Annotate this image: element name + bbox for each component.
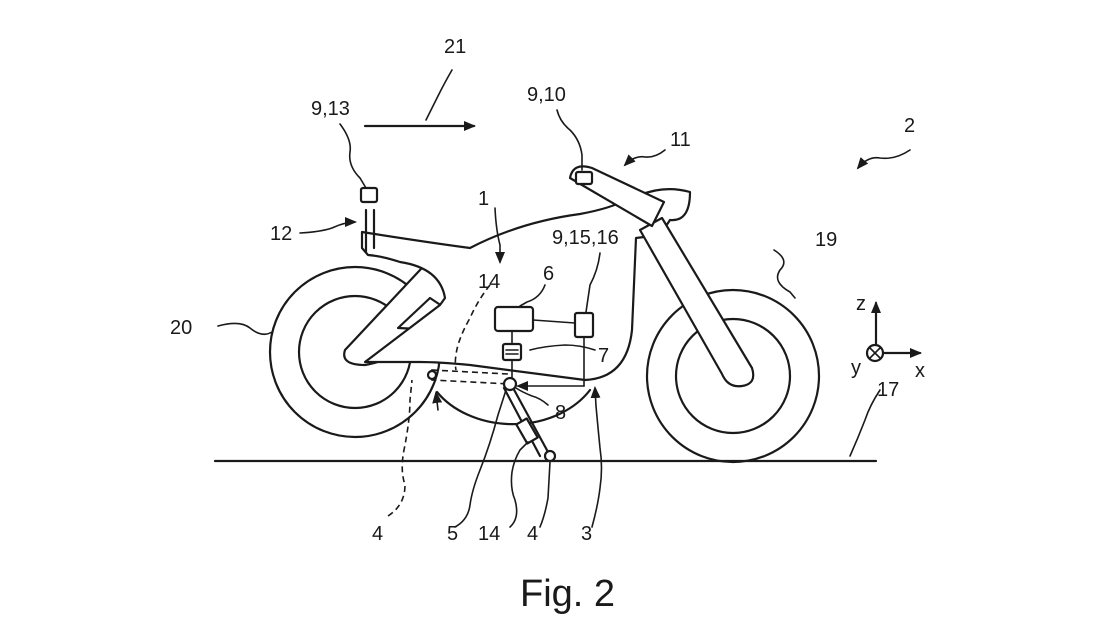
front-fork bbox=[638, 216, 755, 388]
label-line-3: 3 bbox=[581, 523, 592, 545]
label-actuator-14: 14 bbox=[478, 523, 500, 545]
label-front-wheel: 19 bbox=[815, 229, 837, 251]
actuator-unit bbox=[501, 342, 523, 362]
front-wheel bbox=[645, 288, 821, 464]
axis-label-z: z bbox=[856, 293, 866, 315]
label-vehicle: 2 bbox=[904, 115, 915, 137]
label-dashed-14: 14 bbox=[478, 271, 500, 293]
control-unit bbox=[493, 305, 535, 333]
label-ground: 17 bbox=[877, 379, 899, 401]
label-sensor-mid: 9,15,16 bbox=[552, 227, 619, 249]
label-stand-solid: 4 bbox=[527, 523, 538, 545]
figure-caption: Fig. 2 bbox=[520, 573, 615, 615]
rear-sensor-mount bbox=[359, 186, 379, 254]
label-travel-direction: 21 bbox=[444, 36, 466, 58]
label-pivot-5: 5 bbox=[447, 523, 458, 545]
label-unit-8: 8 bbox=[555, 402, 566, 424]
label-unit-7: 7 bbox=[598, 345, 609, 367]
frame-body bbox=[360, 188, 692, 382]
front-sensor bbox=[574, 170, 594, 186]
reference-labels: 2 9,13 12 21 9,10 11 1 9,15,16 19 20 6 7… bbox=[170, 36, 915, 545]
coordinate-axes: z y x bbox=[851, 293, 925, 382]
axis-label-x: x bbox=[915, 360, 925, 382]
axis-label-y: y bbox=[851, 357, 861, 379]
label-handlebar: 11 bbox=[670, 129, 691, 151]
mid-sensor bbox=[573, 311, 595, 339]
leader-lines bbox=[217, 69, 911, 528]
stand-pivot bbox=[502, 376, 518, 392]
label-sensor-rear: 9,13 bbox=[311, 98, 350, 120]
wiring bbox=[511, 319, 585, 391]
label-unit-6: 6 bbox=[543, 263, 554, 285]
retracted-stand bbox=[426, 369, 511, 385]
label-sensor-front: 9,10 bbox=[527, 84, 566, 106]
label-frame: 1 bbox=[478, 188, 489, 210]
hidden-wheel-arc bbox=[435, 388, 592, 426]
deployed-stand bbox=[502, 384, 557, 463]
label-stand-dashed: 4 bbox=[372, 523, 383, 545]
label-rear-mount: 12 bbox=[270, 223, 292, 245]
label-rear-wheel: 20 bbox=[170, 317, 192, 339]
